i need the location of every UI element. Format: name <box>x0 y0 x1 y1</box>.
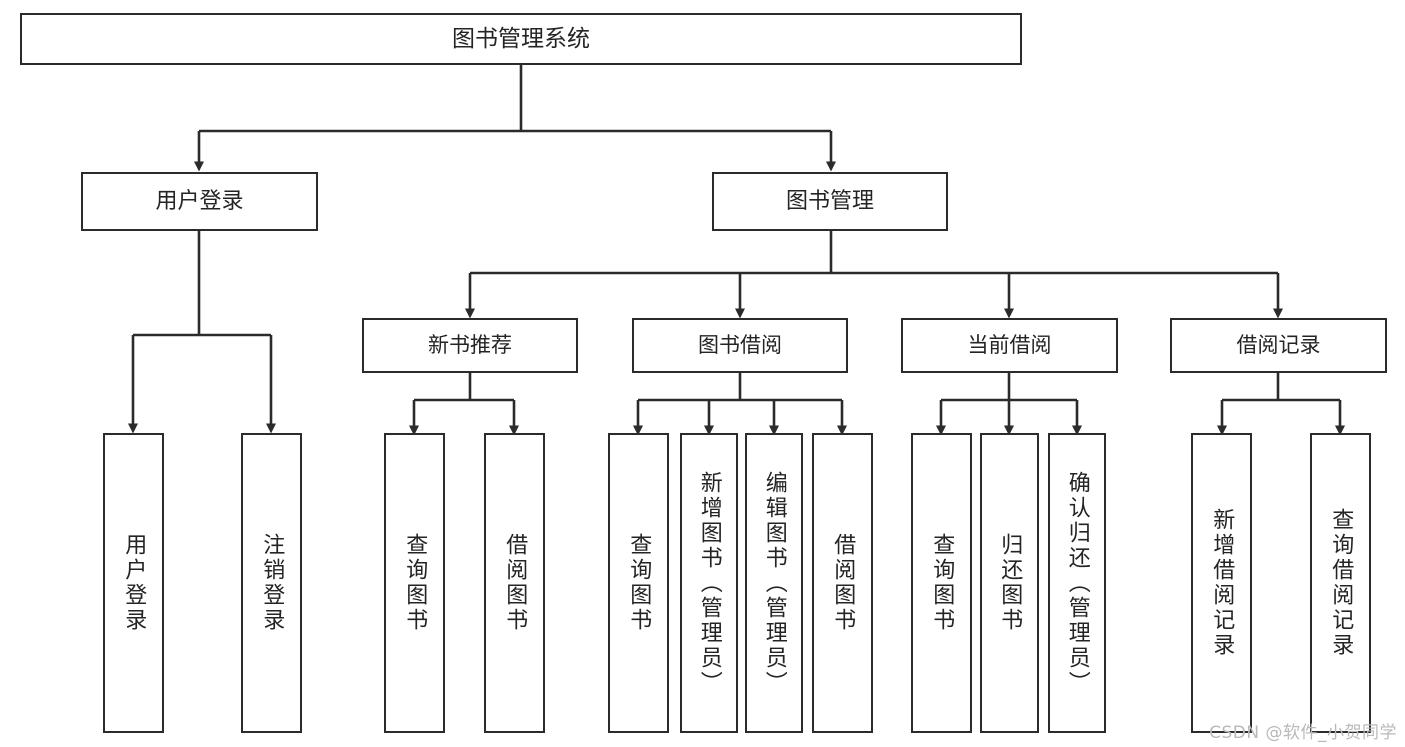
node-book-management[interactable]: 图书管理 <box>712 172 948 231</box>
leaf-query-book-current[interactable]: 查询图书 <box>911 433 972 733</box>
node-borrow-record-label: 借阅记录 <box>1236 333 1321 358</box>
leaf-query-book-new-label: 查询图书 <box>402 533 428 633</box>
leaf-return-book[interactable]: 归还图书 <box>980 433 1039 733</box>
leaf-query-book-borrow-label: 查询图书 <box>626 533 652 633</box>
leaf-edit-book-admin[interactable]: 编辑图书（管理员） <box>745 433 803 733</box>
leaf-borrow-book-new[interactable]: 借阅图书 <box>484 433 545 733</box>
leaf-query-book-current-label: 查询图书 <box>929 533 955 633</box>
leaf-user-login-label: 用户登录 <box>121 533 147 633</box>
leaf-logout[interactable]: 注销登录 <box>241 433 302 733</box>
node-new-book-recommend-label: 新书推荐 <box>428 333 512 358</box>
leaf-query-book-borrow[interactable]: 查询图书 <box>608 433 669 733</box>
node-root-label: 图书管理系统 <box>452 25 590 52</box>
watermark: CSDN @软件_小贺同学 <box>1209 723 1397 743</box>
node-current-borrow[interactable]: 当前借阅 <box>901 318 1118 373</box>
leaf-add-book-admin[interactable]: 新增图书（管理员） <box>680 433 738 733</box>
leaf-add-borrow-record[interactable]: 新增借阅记录 <box>1191 433 1252 733</box>
node-user-login-label: 用户登录 <box>155 188 244 214</box>
node-user-login[interactable]: 用户登录 <box>81 172 318 231</box>
node-book-borrow[interactable]: 图书借阅 <box>632 318 848 373</box>
node-borrow-record[interactable]: 借阅记录 <box>1170 318 1387 373</box>
node-root[interactable]: 图书管理系统 <box>20 13 1022 65</box>
leaf-query-borrow-record-label: 查询借阅记录 <box>1328 508 1354 658</box>
leaf-edit-book-admin-label: 编辑图书（管理员） <box>761 470 787 696</box>
leaf-query-borrow-record[interactable]: 查询借阅记录 <box>1310 433 1371 733</box>
leaf-borrow-book-label: 借阅图书 <box>830 533 856 633</box>
node-new-book-recommend[interactable]: 新书推荐 <box>362 318 578 373</box>
node-current-borrow-label: 当前借阅 <box>967 333 1052 358</box>
leaf-borrow-book[interactable]: 借阅图书 <box>812 433 873 733</box>
leaf-confirm-return-admin-label: 确认归还（管理员） <box>1064 470 1090 696</box>
leaf-add-borrow-record-label: 新增借阅记录 <box>1209 508 1235 658</box>
leaf-user-login[interactable]: 用户登录 <box>103 433 164 733</box>
leaf-logout-label: 注销登录 <box>259 533 285 633</box>
leaf-borrow-book-new-label: 借阅图书 <box>502 533 528 633</box>
leaf-confirm-return-admin[interactable]: 确认归还（管理员） <box>1048 433 1106 733</box>
leaf-query-book-new[interactable]: 查询图书 <box>384 433 445 733</box>
node-book-management-label: 图书管理 <box>785 188 874 214</box>
leaf-add-book-admin-label: 新增图书（管理员） <box>696 470 722 696</box>
leaf-return-book-label: 归还图书 <box>997 533 1023 633</box>
node-book-borrow-label: 图书借阅 <box>698 333 782 358</box>
